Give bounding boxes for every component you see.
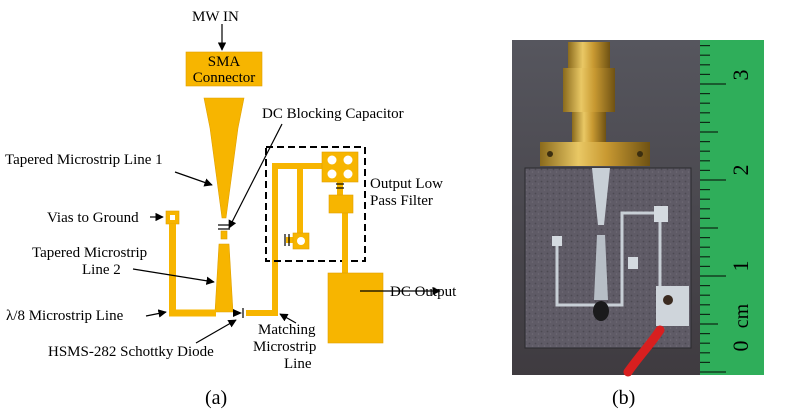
lambda-line-label: λ/8 Microstrip Line bbox=[6, 308, 124, 324]
lambda-8-microstrip-line bbox=[169, 224, 216, 317]
dc-blocking-capacitor-leader bbox=[228, 123, 283, 229]
ruler-number-1-wrap: 1 bbox=[728, 261, 753, 272]
schottky-diode-symbol bbox=[233, 308, 244, 318]
schottky-diode-leader bbox=[195, 319, 237, 344]
schematic-panel: MW IN SMA Connector bbox=[5, 9, 457, 409]
tapered-line-2-label-1: Tapered Microstrip bbox=[32, 245, 147, 261]
output-lpf-label-1: Output Low bbox=[370, 176, 443, 192]
matching-label-1: Matching bbox=[258, 322, 316, 338]
caption-a: (a) bbox=[205, 387, 227, 409]
sma-connector-pad bbox=[185, 51, 263, 87]
ruler-number-2: 2 bbox=[728, 165, 753, 176]
ruler-number-0: 0 bbox=[728, 341, 753, 352]
via-hole-left bbox=[170, 215, 175, 220]
tapered-microstrip-line-1 bbox=[203, 97, 245, 219]
output-lpf-box bbox=[265, 146, 366, 262]
lpf-capacitor-left bbox=[284, 234, 290, 246]
tapered-line-2-leader bbox=[132, 268, 215, 285]
mw-in-label: MW IN bbox=[192, 9, 239, 25]
flange-screw-left bbox=[547, 151, 553, 157]
sma-label-line2: Connector bbox=[193, 70, 255, 86]
lpf-pad bbox=[328, 194, 354, 214]
via-pad-quad bbox=[321, 151, 359, 183]
matching-microstrip-line bbox=[246, 163, 300, 316]
photo-lambda-stub bbox=[555, 243, 596, 307]
caption-b: (b) bbox=[612, 387, 635, 409]
ruler bbox=[700, 40, 764, 375]
photo-tapered-line-2 bbox=[594, 235, 608, 300]
dc-output-pad bbox=[327, 272, 384, 344]
dc-blocking-capacitor-label: DC Blocking Capacitor bbox=[262, 106, 404, 122]
tapered-line-2-label-2: Line 2 bbox=[82, 262, 121, 278]
sma-body-top bbox=[568, 42, 610, 68]
ruler-number-2-wrap: 2 bbox=[728, 165, 753, 176]
via-hole-lpf-small bbox=[297, 237, 305, 245]
vias-to-ground-label: Vias to Ground bbox=[47, 210, 139, 226]
capacitor-pad bbox=[220, 230, 228, 240]
photo-solder-joint bbox=[663, 295, 673, 305]
matching-label-3: Line bbox=[284, 356, 312, 372]
dc-output-label: DC Output bbox=[390, 284, 457, 300]
photo-via-small bbox=[628, 257, 638, 269]
photo-matching-line bbox=[606, 211, 662, 307]
ruler-number-3: 3 bbox=[728, 70, 753, 81]
matching-leader bbox=[279, 313, 297, 324]
ruler-number-0-wrap: 0 bbox=[728, 341, 753, 352]
via-hole-1 bbox=[327, 155, 337, 165]
flange-screw-right bbox=[637, 151, 643, 157]
ruler-number-1: 1 bbox=[728, 261, 753, 272]
ruler-number-3-wrap: 3 bbox=[728, 70, 753, 81]
photo-panel: 3 2 1 0 cm ( bbox=[512, 40, 764, 409]
dc-blocking-capacitor-symbol bbox=[218, 224, 230, 230]
photo-diode bbox=[593, 301, 609, 321]
lpf-capacitor-top bbox=[336, 183, 344, 189]
sma-label-line1: SMA bbox=[208, 54, 241, 70]
via-hole-3 bbox=[327, 169, 337, 179]
photo-via-quad bbox=[654, 206, 668, 222]
via-hole-4 bbox=[343, 169, 353, 179]
schottky-diode-label: HSMS-282 Schottky Diode bbox=[48, 344, 214, 360]
sma-body-mid bbox=[572, 112, 606, 142]
tapered-microstrip-line-2 bbox=[214, 243, 234, 313]
lpf-trace-left bbox=[286, 166, 303, 243]
lambda-line-leader bbox=[145, 309, 167, 318]
photo-dc-output-pad bbox=[656, 286, 689, 326]
photo-red-wire bbox=[623, 325, 665, 377]
tapered-line-1-label: Tapered Microstrip Line 1 bbox=[5, 152, 163, 168]
matching-label-2: Microstrip bbox=[253, 339, 316, 355]
photo-via-left bbox=[552, 236, 562, 246]
ruler-ticks bbox=[700, 44, 726, 373]
output-lpf-label-2: Pass Filter bbox=[370, 193, 433, 209]
sma-hex-nut bbox=[563, 68, 615, 112]
ruler-unit-label: cm bbox=[731, 303, 753, 328]
tapered-line-1-leader bbox=[174, 171, 213, 187]
photo-tapered-line-1 bbox=[592, 168, 610, 225]
ruler-unit-wrap: cm bbox=[731, 303, 753, 328]
via-hole-2 bbox=[343, 155, 353, 165]
sma-flange bbox=[540, 142, 650, 166]
